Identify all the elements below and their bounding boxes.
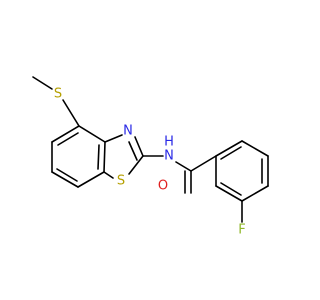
- bond-c7-c6: [51, 171, 79, 188]
- atom-o-carbonyl: O: [158, 179, 168, 194]
- bond-c3a-n3: [104, 134, 123, 143]
- bond-c3a-c7a: [103, 141, 106, 173]
- bond-methyl-s: [32, 76, 53, 90]
- atom-n-thiazole: N: [123, 124, 133, 139]
- bond-s-c4: [62, 99, 80, 127]
- bond-c3a-c7a-inner: [97, 144, 100, 170]
- atom-h-amide: H: [164, 135, 174, 150]
- bond-c7-c6-inner: [56, 168, 78, 182]
- bond-r2-r3: [241, 140, 269, 157]
- bond-r5-r6: [215, 185, 243, 202]
- bond-c4-c3a: [78, 125, 106, 143]
- bond-nh-carbonyl: [175, 161, 192, 172]
- bond-r1-r2: [215, 140, 243, 157]
- atom-s-thioether: S: [54, 87, 62, 102]
- bond-n3-c2: [134, 136, 144, 157]
- atom-s-thiazole: S: [117, 174, 125, 189]
- bond-carbonyl-ring: [190, 155, 217, 172]
- bond-r5-r6-inner: [220, 182, 242, 196]
- bond-n3-c2-inner: [128, 141, 138, 161]
- bond-c2-s1: [128, 155, 144, 175]
- atom-labels: S N S H N O F: [54, 87, 246, 238]
- bond-c7a-c7: [77, 171, 105, 188]
- atom-n-amide: N: [164, 149, 174, 164]
- bond-s1-c7a: [103, 171, 114, 179]
- bond-r4-r5: [241, 185, 269, 202]
- bonds: [32, 76, 269, 223]
- bond-c5-c4-inner: [57, 132, 79, 146]
- atom-f-fluoro: F: [238, 223, 245, 238]
- bond-r1-r2-inner: [220, 146, 242, 160]
- bond-c5-c4: [51, 125, 80, 143]
- molecule-structure: S N S H N O F: [32, 76, 269, 238]
